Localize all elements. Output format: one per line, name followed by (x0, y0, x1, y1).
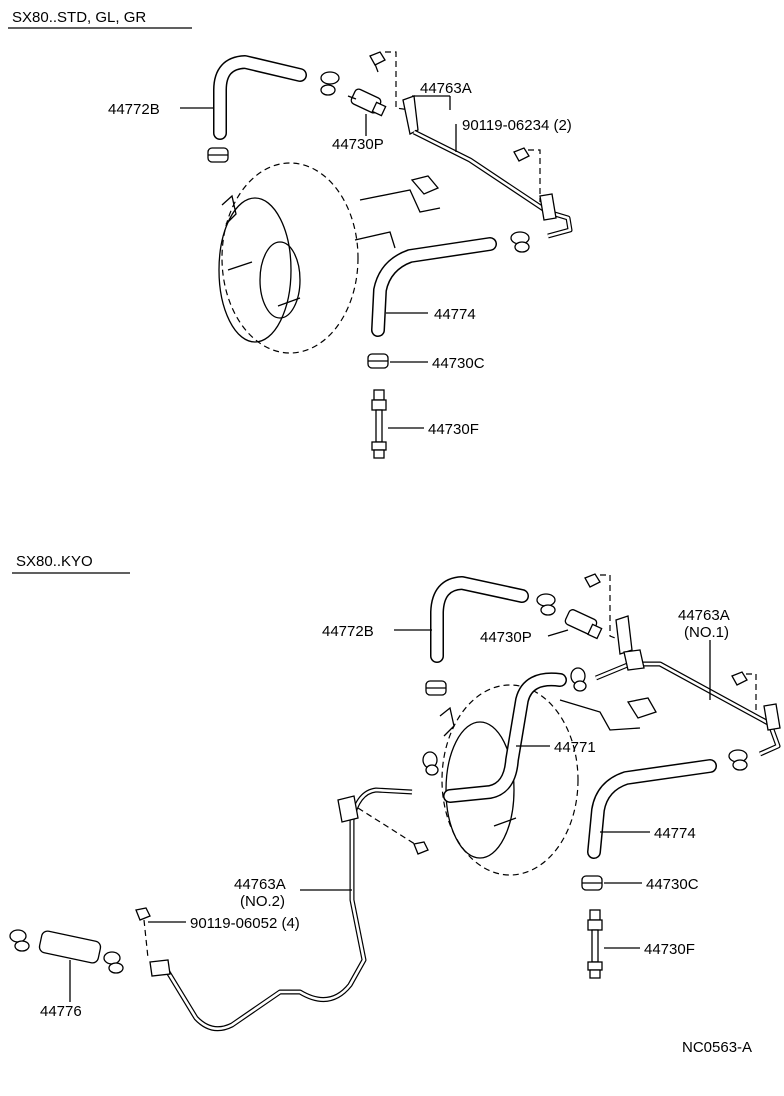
hose-44771 (443, 672, 567, 803)
clamp-icon (425, 680, 447, 696)
connector-44730f-icon (371, 389, 387, 459)
label-90119-06234: 90119-06234 (2) (462, 117, 572, 134)
hose-44774 (587, 759, 717, 859)
brake-booster-outline (218, 162, 441, 354)
clamp-icon (422, 751, 439, 776)
label-no1: (NO.1) (684, 624, 729, 641)
pipe-44763a-no2 (149, 787, 413, 1032)
bolt-icon (135, 907, 151, 921)
bracket-pipe-44763a (402, 95, 573, 239)
label-90119-06052: 90119-06052 (4) (190, 915, 300, 932)
check-valve-icon (347, 88, 387, 117)
label-44730c: 44730C (432, 355, 485, 372)
clamp-44730c-icon (367, 353, 389, 369)
label-44774-kyo: 44774 (654, 825, 696, 842)
label-44763a-no2: 44763A (234, 876, 286, 893)
label-44730c-kyo: 44730C (646, 876, 699, 893)
hose-44772b (213, 55, 307, 140)
check-valve-icon (564, 609, 603, 640)
bolt-icon (513, 147, 530, 162)
label-44772b-kyo: 44772B (322, 623, 374, 640)
connector-44730f-icon (587, 909, 603, 979)
label-44776: 44776 (40, 1003, 82, 1020)
diagram-code: NC0563-A (682, 1039, 752, 1056)
bolt-icon (584, 573, 601, 588)
clamp-icon (570, 667, 587, 692)
label-44763a-no1: 44763A (678, 607, 730, 624)
clamp-icon (536, 593, 556, 616)
label-44730f-kyo: 44730F (644, 941, 695, 958)
brake-booster-outline (439, 684, 657, 876)
section-std-title: SX80..STD, GL, GR (12, 9, 146, 26)
label-44730p-kyo: 44730P (480, 629, 532, 646)
label-44730f: 44730F (428, 421, 479, 438)
hose-44776-icon (9, 929, 124, 974)
section-std: SX80..STD, GL, GR (8, 9, 573, 459)
label-44771: 44771 (554, 739, 596, 756)
clamp-44730c-icon (581, 875, 603, 891)
label-44763a: 44763A (420, 80, 472, 97)
label-no2: (NO.2) (240, 893, 285, 910)
hose-44772b (430, 576, 529, 663)
label-44772b: 44772B (108, 101, 160, 118)
bolt-icon (369, 51, 386, 73)
clamp-icon (510, 231, 530, 253)
section-kyo: SX80..KYO (9, 553, 781, 1032)
clamp-icon (728, 749, 748, 771)
bolt-icon (731, 671, 748, 686)
hose-44774 (371, 237, 497, 337)
bolt-icon (413, 841, 429, 855)
label-44774: 44774 (434, 306, 476, 323)
section-kyo-title: SX80..KYO (16, 553, 93, 570)
pipe-44763a-no1 (595, 615, 781, 757)
clamp-icon (320, 71, 340, 96)
clamp-icon (207, 147, 229, 163)
label-44730p: 44730P (332, 136, 384, 153)
